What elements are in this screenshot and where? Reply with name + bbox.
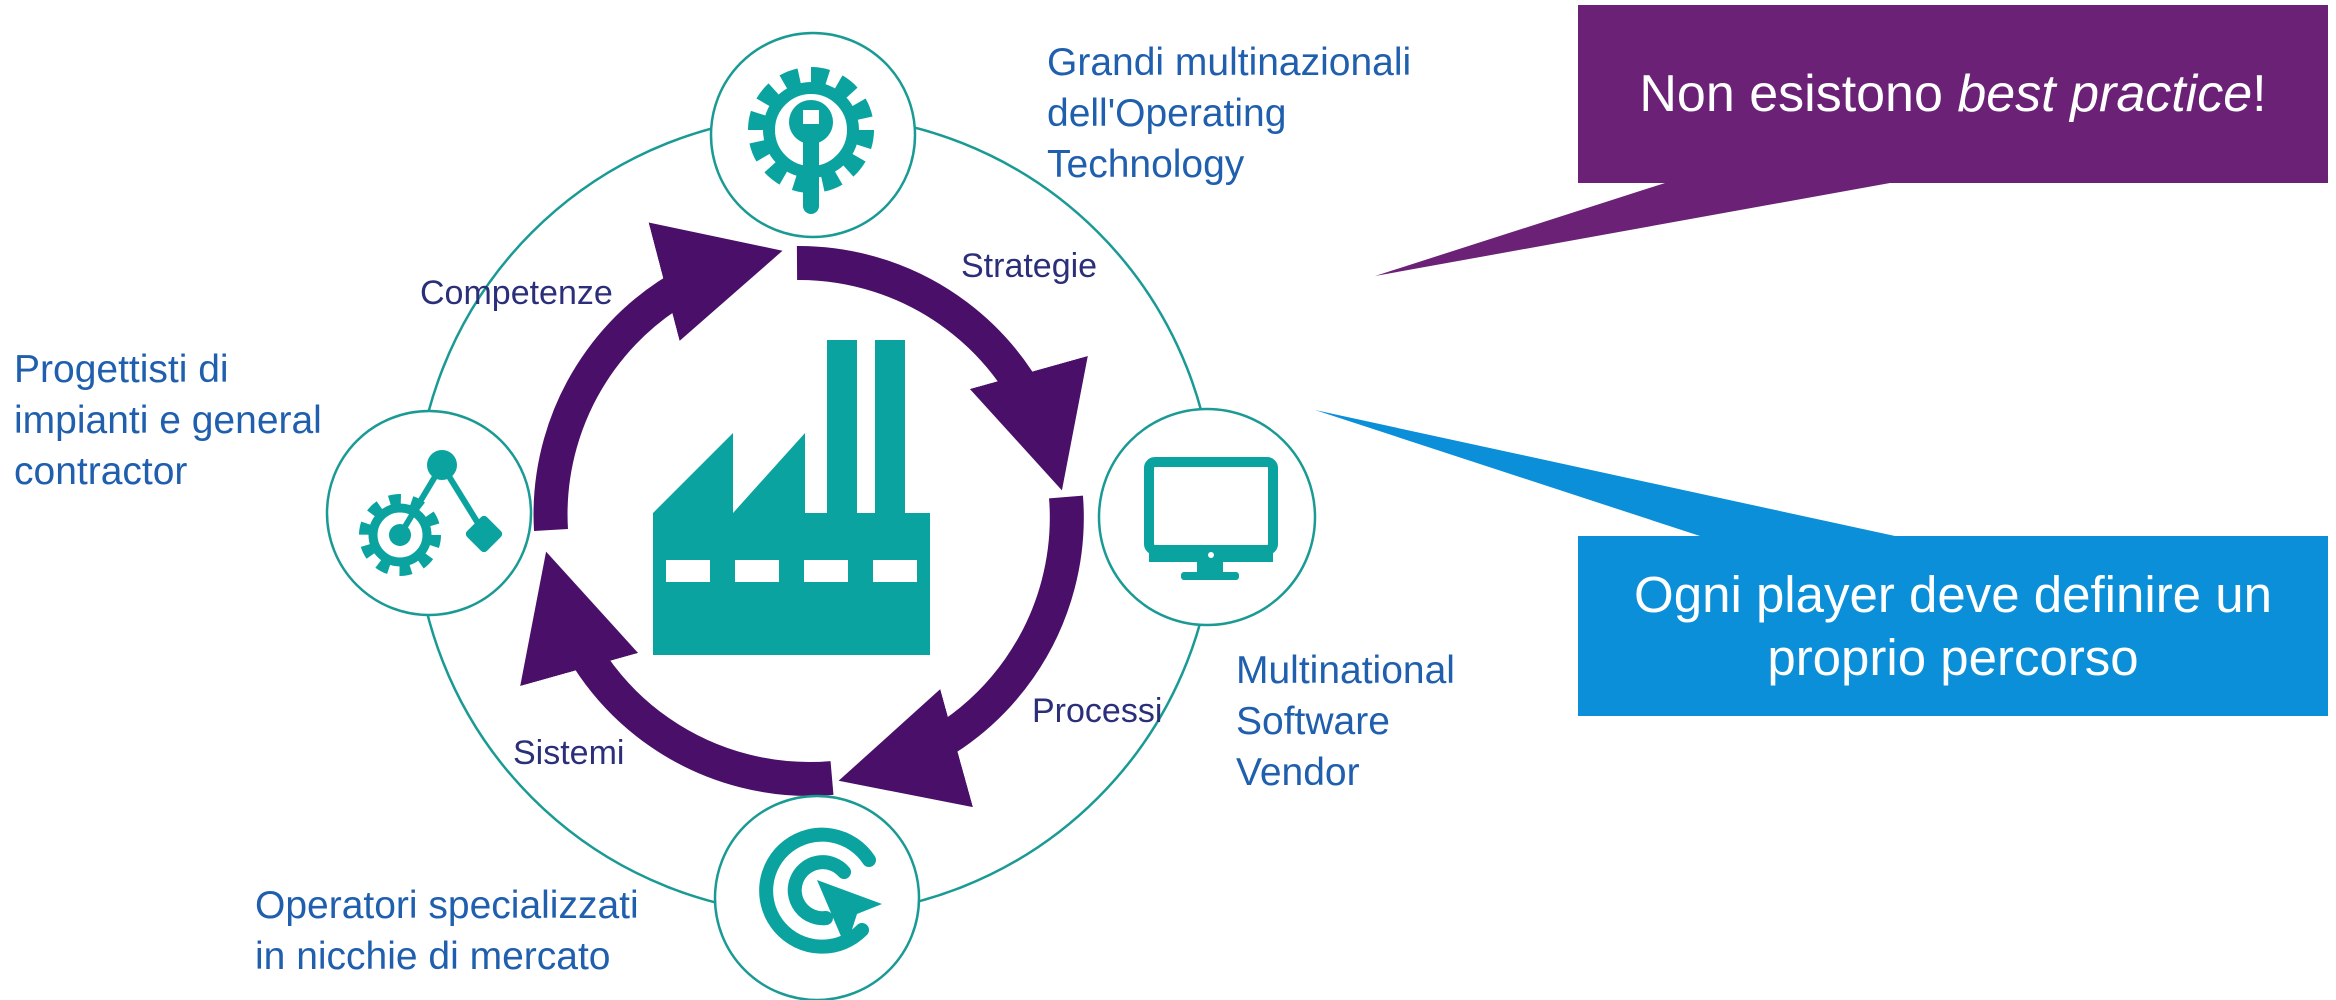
cycle-label-competenze: Competenze <box>420 274 613 312</box>
gear-wrench-icon <box>748 67 874 214</box>
cycle-arrow-processi <box>838 495 1084 808</box>
node-label-left: Progettisti di impianti e general contra… <box>14 344 322 497</box>
node-label-line: Progettisti di <box>14 348 229 391</box>
factory-icon <box>653 340 930 655</box>
node-label-line: Operatori specializzati <box>255 884 639 927</box>
cycle-arrows <box>520 222 1088 808</box>
node-label-line: contractor <box>14 450 188 493</box>
node-label-line: Technology <box>1047 143 1245 186</box>
target-cursor-icon <box>759 827 882 954</box>
callout-no-best-practice: Non esistono best practice! <box>1578 5 2328 183</box>
cycle-arrow-competenze <box>533 222 783 531</box>
cycle-arrow-sistemi <box>520 551 834 796</box>
callout-purple-prefix: Non esistono <box>1639 65 1958 123</box>
node-bottom <box>713 794 921 1000</box>
callout-purple-emphasis: best practice <box>1957 65 2253 123</box>
node-label-right: Multinational Software Vendor <box>1236 645 1455 798</box>
node-label-line: dell'Operating <box>1047 92 1287 135</box>
purple-callout-tail <box>1375 183 1890 276</box>
node-left <box>325 409 533 617</box>
callout-blue-line: Ogni player deve definire un <box>1634 566 2272 623</box>
cycle-arrow-strategie <box>796 245 1088 491</box>
node-top <box>709 31 917 239</box>
node-label-line: Vendor <box>1236 751 1360 794</box>
node-label-line: Software <box>1236 700 1390 743</box>
node-right <box>1097 407 1317 627</box>
gear-network-icon <box>359 450 503 576</box>
cycle-label-processi: Processi <box>1032 692 1163 730</box>
callout-blue-line: proprio percorso <box>1767 629 2139 686</box>
cycle-label-strategie: Strategie <box>961 247 1098 285</box>
node-label-bottom: Operatori specializzati in nicchie di me… <box>255 880 639 982</box>
callout-purple-suffix: ! <box>2252 65 2267 123</box>
cycle-label-sistemi: Sistemi <box>513 734 625 772</box>
monitor-icon <box>1144 457 1278 580</box>
node-label-top: Grandi multinazionali dell'Operating Tec… <box>1047 37 1411 190</box>
node-label-line: Multinational <box>1236 649 1455 692</box>
node-label-line: in nicchie di mercato <box>255 935 611 978</box>
blue-callout-tail <box>1315 410 1895 536</box>
callout-own-path: Ogni player deve definire un proprio per… <box>1578 536 2328 716</box>
node-label-line: Grandi multinazionali <box>1047 41 1412 84</box>
node-label-line: impianti e general <box>14 399 322 442</box>
